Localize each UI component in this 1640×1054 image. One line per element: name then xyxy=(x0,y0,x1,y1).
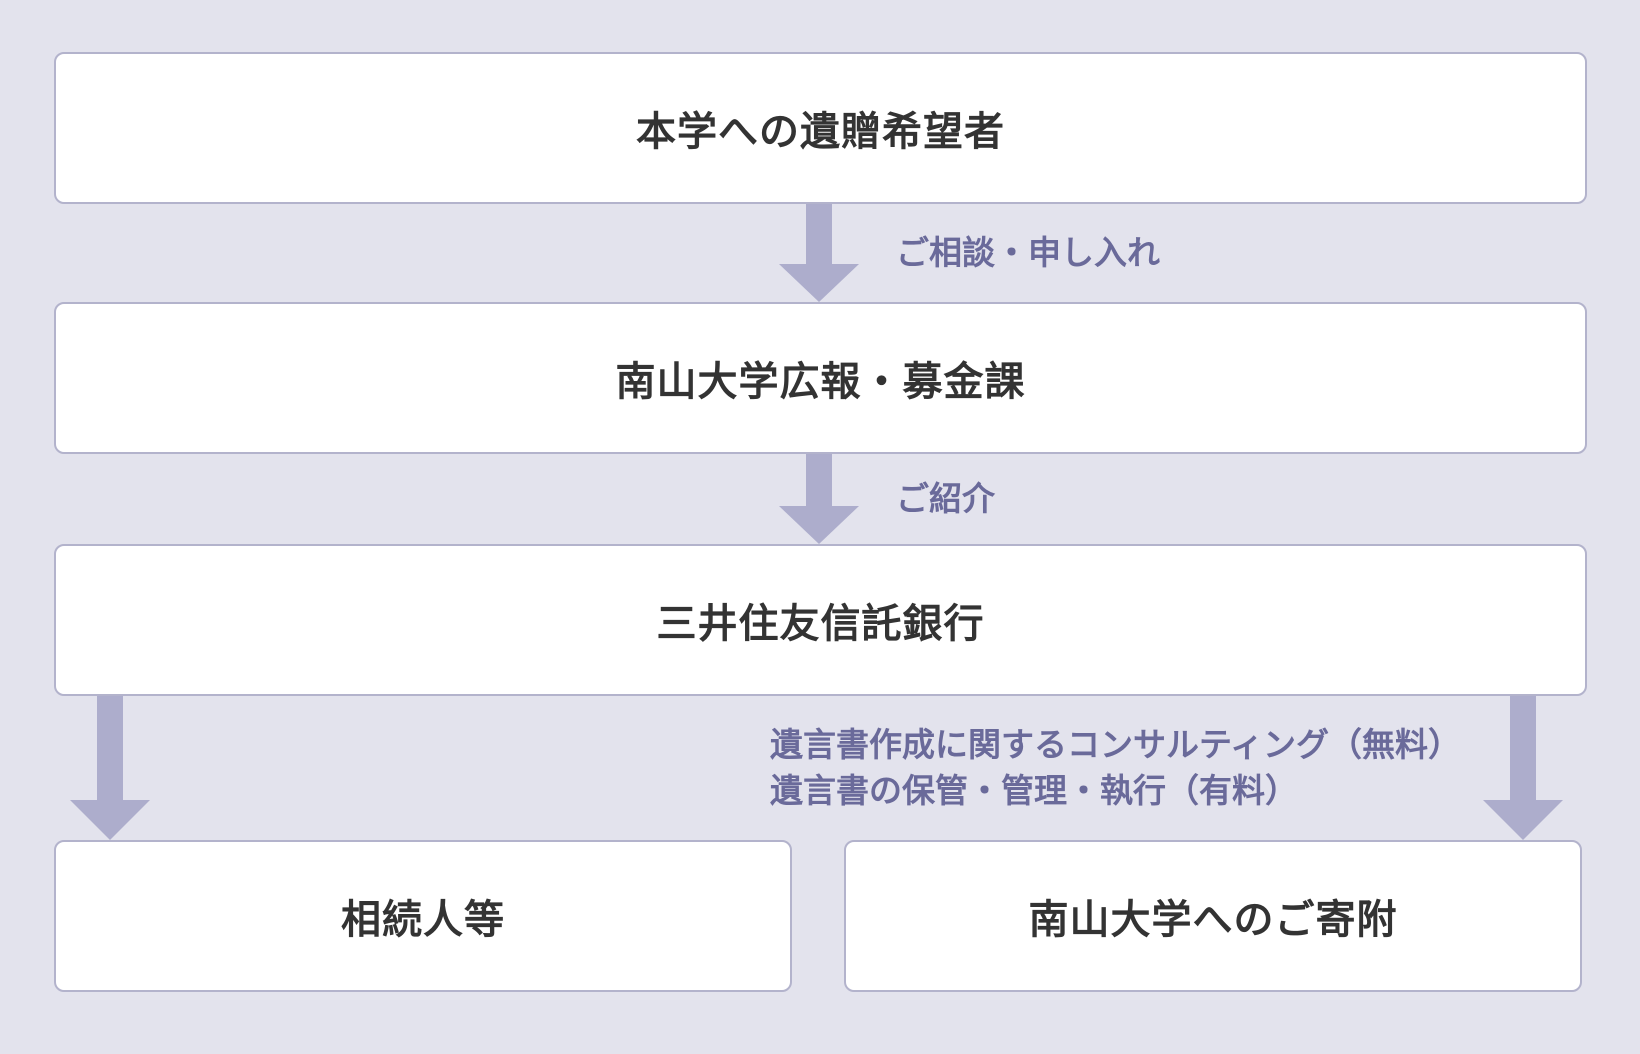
heirs-box: 相続人等 xyxy=(54,840,792,992)
bank-box: 三井住友信託銀行 xyxy=(54,544,1587,696)
arrow-down-icon xyxy=(779,204,859,302)
donation-box-label: 南山大学へのご寄附 xyxy=(1028,897,1398,943)
bank-box-label: 三井住友信託銀行 xyxy=(656,601,985,647)
donation-box: 南山大学へのご寄附 xyxy=(844,840,1582,992)
arrow-down-icon xyxy=(1483,696,1563,840)
donor-box: 本学への遺贈希望者 xyxy=(54,52,1587,204)
office-box: 南山大学広報・募金課 xyxy=(54,302,1587,454)
services-label-line2: 遺言書の保管・管理・執行（有料） xyxy=(770,771,1298,810)
consultation-label: ご相談・申し入れ xyxy=(896,233,1160,272)
office-box-label: 南山大学広報・募金課 xyxy=(615,359,1026,405)
services-label: 遺言書作成に関するコンサルティング（無料） 遺言書の保管・管理・執行（有料） xyxy=(770,722,1461,814)
donor-box-label: 本学への遺贈希望者 xyxy=(636,109,1005,155)
services-label-line1: 遺言書作成に関するコンサルティング（無料） xyxy=(770,725,1462,764)
heirs-box-label: 相続人等 xyxy=(341,897,505,943)
arrow-down-icon xyxy=(779,454,859,544)
introduction-label: ご紹介 xyxy=(896,479,995,518)
arrow-down-icon xyxy=(70,696,150,840)
